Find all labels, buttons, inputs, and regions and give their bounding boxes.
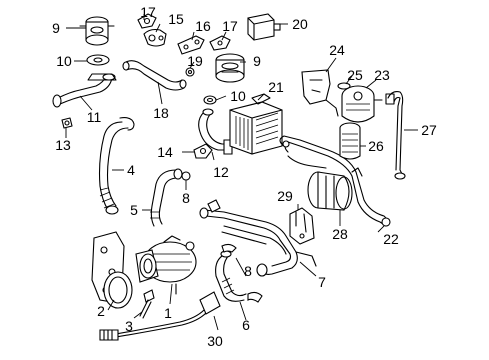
callout-3: 3	[125, 318, 133, 334]
callout-8-upper: 8	[182, 190, 190, 206]
callout-14: 14	[157, 144, 173, 160]
gasket-13	[61, 117, 73, 129]
filter-26	[339, 122, 361, 160]
callout-9-left: 9	[52, 20, 60, 36]
air-valve-right	[215, 53, 245, 83]
callout-10-right: 10	[230, 88, 246, 104]
bracket-29	[289, 207, 315, 245]
callout-28: 28	[332, 226, 348, 242]
callout-27: 27	[421, 122, 437, 138]
callout-22: 22	[383, 231, 399, 247]
callout-1: 1	[164, 305, 172, 321]
pipe-22	[279, 135, 391, 227]
hose-18	[122, 60, 187, 91]
callout-2: 2	[97, 303, 105, 319]
gasket-16	[177, 35, 205, 55]
washer-19	[185, 67, 195, 77]
callout-5: 5	[130, 202, 138, 218]
filter-housing-21	[229, 93, 283, 155]
callout-10-left: 10	[56, 53, 72, 69]
air-pipe-11	[52, 73, 117, 108]
pipe-assembly-7	[199, 199, 317, 277]
callout-labels: 9 10 11 13 17 15 16 17 19 9 20 18 10 21 …	[52, 4, 437, 349]
callout-12: 12	[213, 164, 229, 180]
bracket-17-top	[137, 13, 157, 29]
callout-17-top: 17	[140, 4, 156, 20]
canister-28	[307, 171, 353, 211]
bracket-15	[143, 28, 167, 47]
callout-26: 26	[368, 138, 384, 154]
gasket-top-left	[86, 54, 110, 66]
air-valve-top-left	[79, 16, 115, 46]
sensor-20	[247, 13, 281, 41]
callout-29: 29	[277, 188, 293, 204]
air-pump-1	[135, 235, 197, 295]
clamp-8-lower	[221, 243, 263, 303]
callout-25: 25	[347, 67, 363, 83]
hose-5	[150, 168, 183, 227]
seal-25	[337, 82, 351, 90]
clamp-8-upper	[181, 171, 191, 181]
callout-15: 15	[168, 11, 184, 27]
callout-7: 7	[318, 274, 326, 290]
callout-20: 20	[292, 16, 308, 32]
callout-21: 21	[268, 79, 284, 95]
gasket-ring-2	[103, 271, 133, 309]
callout-6: 6	[242, 317, 250, 333]
callout-9-right: 9	[253, 53, 261, 69]
valve-23	[341, 85, 383, 123]
callout-19: 19	[187, 53, 203, 69]
callout-16: 16	[195, 18, 211, 34]
callout-11: 11	[87, 109, 102, 125]
sensor-cable-30	[99, 291, 221, 341]
callout-23: 23	[374, 67, 390, 83]
hose-27	[385, 91, 406, 180]
bracket-24	[301, 69, 339, 117]
callout-13: 13	[55, 137, 71, 153]
hose-4	[98, 117, 135, 215]
hose-6	[215, 250, 247, 302]
callout-18: 18	[153, 105, 169, 121]
leader-lines	[65, 14, 418, 331]
bolt-3	[139, 289, 155, 319]
gasket-10-right	[203, 95, 217, 105]
clip-17-right	[209, 35, 231, 51]
bracket-14	[193, 143, 213, 159]
callout-24: 24	[329, 42, 345, 58]
callout-4: 4	[127, 162, 135, 178]
callout-8-lower: 8	[244, 263, 252, 279]
callout-17-right: 17	[222, 18, 238, 34]
callout-30: 30	[207, 333, 223, 349]
